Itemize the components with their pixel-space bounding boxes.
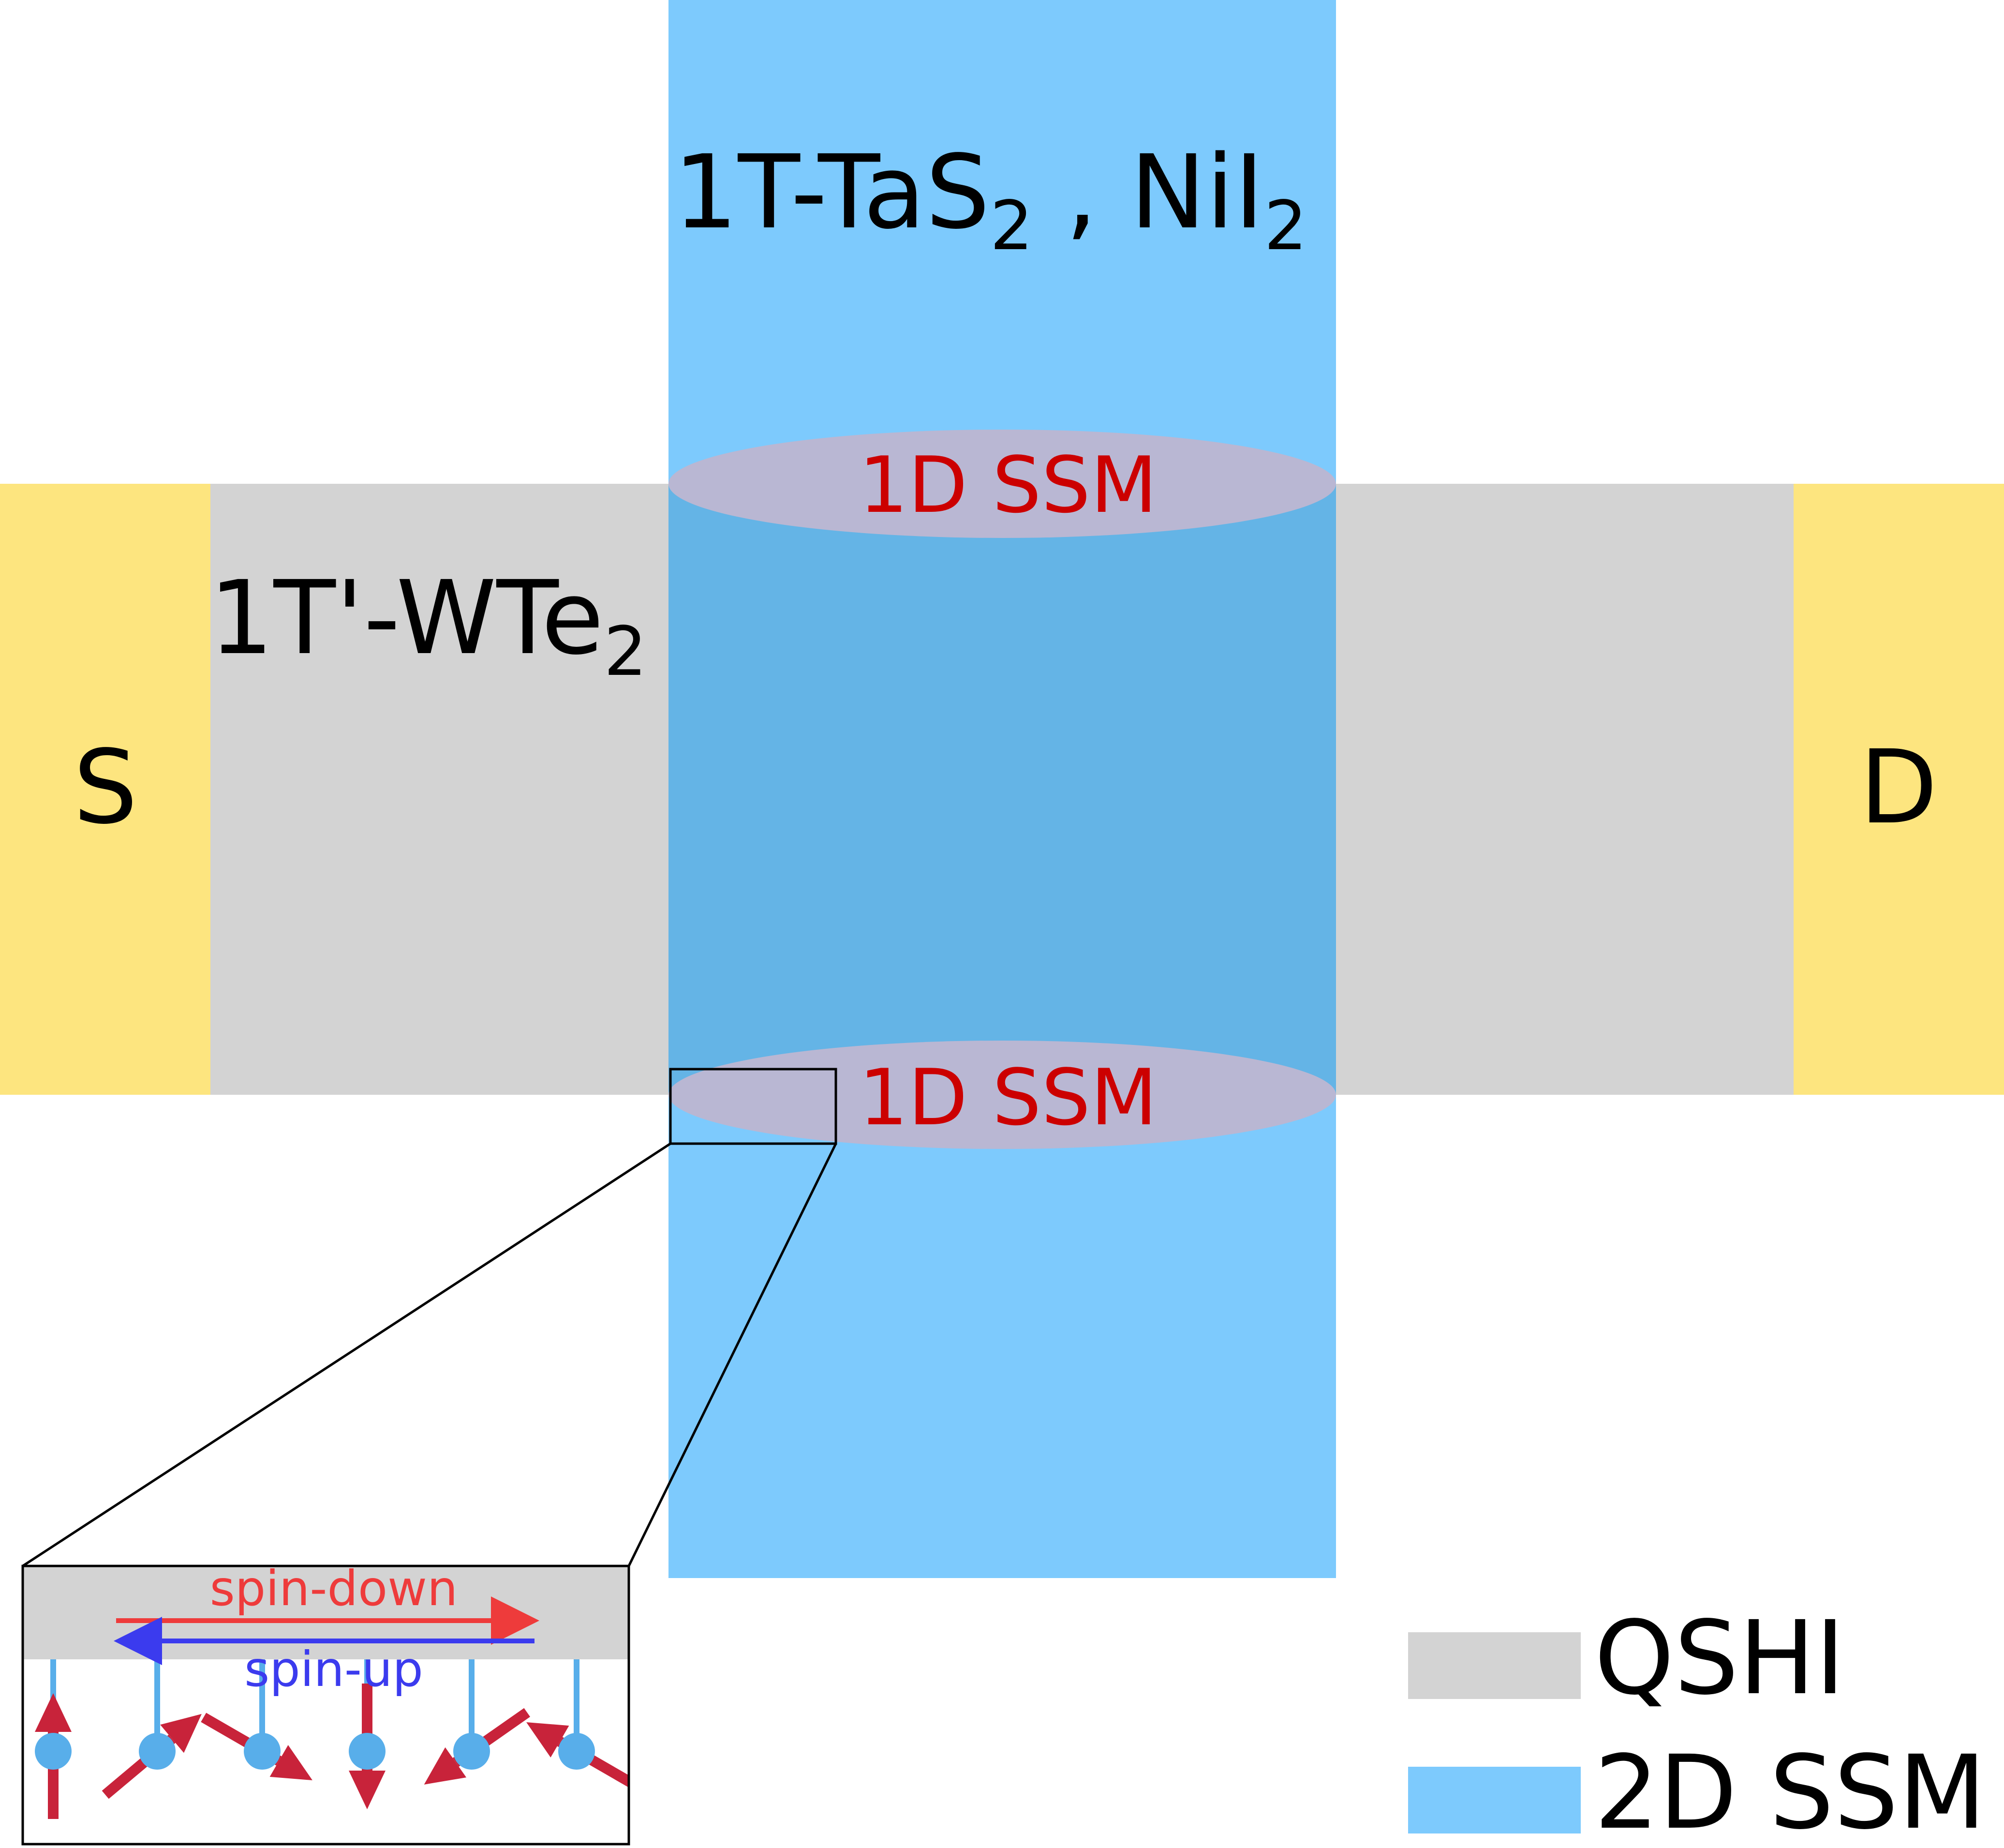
spin-sites xyxy=(35,1733,595,1770)
spin-site xyxy=(244,1733,281,1770)
zoom-box xyxy=(669,1068,837,1145)
spin-up-label: spin-up xyxy=(244,1641,423,1698)
legend-label-qshi: QSHI xyxy=(1594,1599,1845,1717)
source-contact xyxy=(0,484,210,1095)
drain-contact xyxy=(1794,484,2004,1095)
edge-label-top: 1D SSM xyxy=(859,440,1157,530)
inset-panel: spin-down spin-up xyxy=(23,1560,629,1844)
ssm-material-label: 1T-TaS2 , NiI2 xyxy=(673,133,1307,266)
legend: QSHI 2D SSM xyxy=(1408,1599,1986,1848)
zoom-line-left xyxy=(22,1142,671,1567)
edge-ellipse-top xyxy=(668,430,1336,538)
spin-down-label: spin-down xyxy=(210,1560,458,1617)
spin-site xyxy=(35,1733,72,1770)
spin-site xyxy=(139,1733,176,1770)
drain-label: D xyxy=(1859,728,1938,847)
inset-frame xyxy=(21,1565,630,1846)
overlap-region xyxy=(668,484,1336,1095)
qshi-material-label: 1T'-WTe2 xyxy=(209,559,647,691)
legend-label-ssm: 2D SSM xyxy=(1594,1733,1986,1846)
legend-swatch-ssm xyxy=(1408,1767,1581,1833)
zoom-line-right xyxy=(627,1143,837,1567)
source-label: S xyxy=(73,728,137,847)
legend-swatch-qshi xyxy=(1408,1632,1581,1699)
spin-site xyxy=(453,1733,490,1770)
edge-label-bottom: 1D SSM xyxy=(859,1052,1157,1143)
spin-site xyxy=(558,1733,595,1770)
spin-site xyxy=(349,1733,386,1770)
